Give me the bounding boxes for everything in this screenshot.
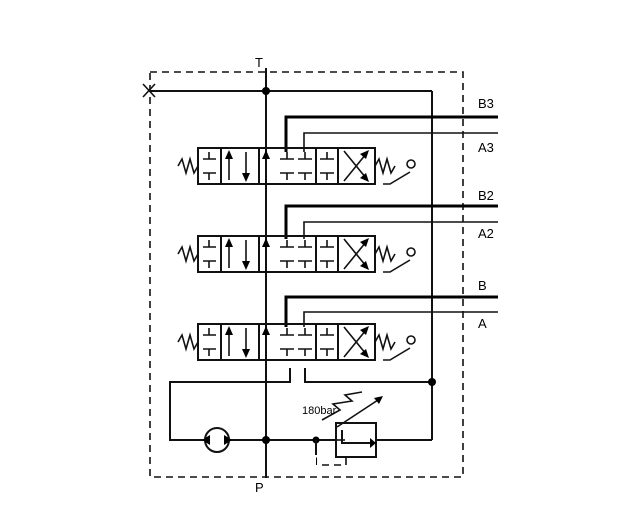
output-line-a3 bbox=[303, 132, 498, 152]
relief-tag-label: I bbox=[315, 456, 318, 468]
output-line-b3 bbox=[284, 115, 498, 152]
pump-icon bbox=[202, 427, 232, 453]
output-label-b3: B3 bbox=[478, 96, 494, 111]
junction-dot bbox=[262, 436, 270, 444]
supply-line bbox=[169, 368, 291, 441]
enclosure-boundary bbox=[149, 71, 464, 478]
port-t-label: T bbox=[255, 55, 263, 70]
relief-valve-icon bbox=[321, 391, 383, 466]
plug-mark-2 bbox=[142, 83, 156, 98]
output-label-b2: B2 bbox=[478, 188, 494, 203]
junction-dot bbox=[428, 378, 436, 386]
output-label-a2: A2 bbox=[478, 226, 494, 241]
output-label-a3: A3 bbox=[478, 140, 494, 155]
output-line-a bbox=[303, 311, 498, 327]
port-p-label: P bbox=[255, 480, 264, 495]
return-collector-line bbox=[304, 368, 432, 383]
junction-dot bbox=[262, 87, 270, 95]
relief-setting-label: 180bar bbox=[302, 405, 337, 417]
spool-valve-3 bbox=[177, 323, 416, 361]
pilot-drain bbox=[322, 457, 347, 466]
spool-valve-2 bbox=[177, 235, 416, 273]
output-line-a2 bbox=[303, 221, 498, 239]
output-line-b2 bbox=[284, 204, 498, 239]
output-label-b: B bbox=[478, 278, 487, 293]
valve-stack bbox=[177, 147, 416, 361]
spool-valve-1 bbox=[177, 147, 416, 185]
output-line-b bbox=[284, 295, 498, 327]
output-label-a: A bbox=[478, 316, 487, 331]
